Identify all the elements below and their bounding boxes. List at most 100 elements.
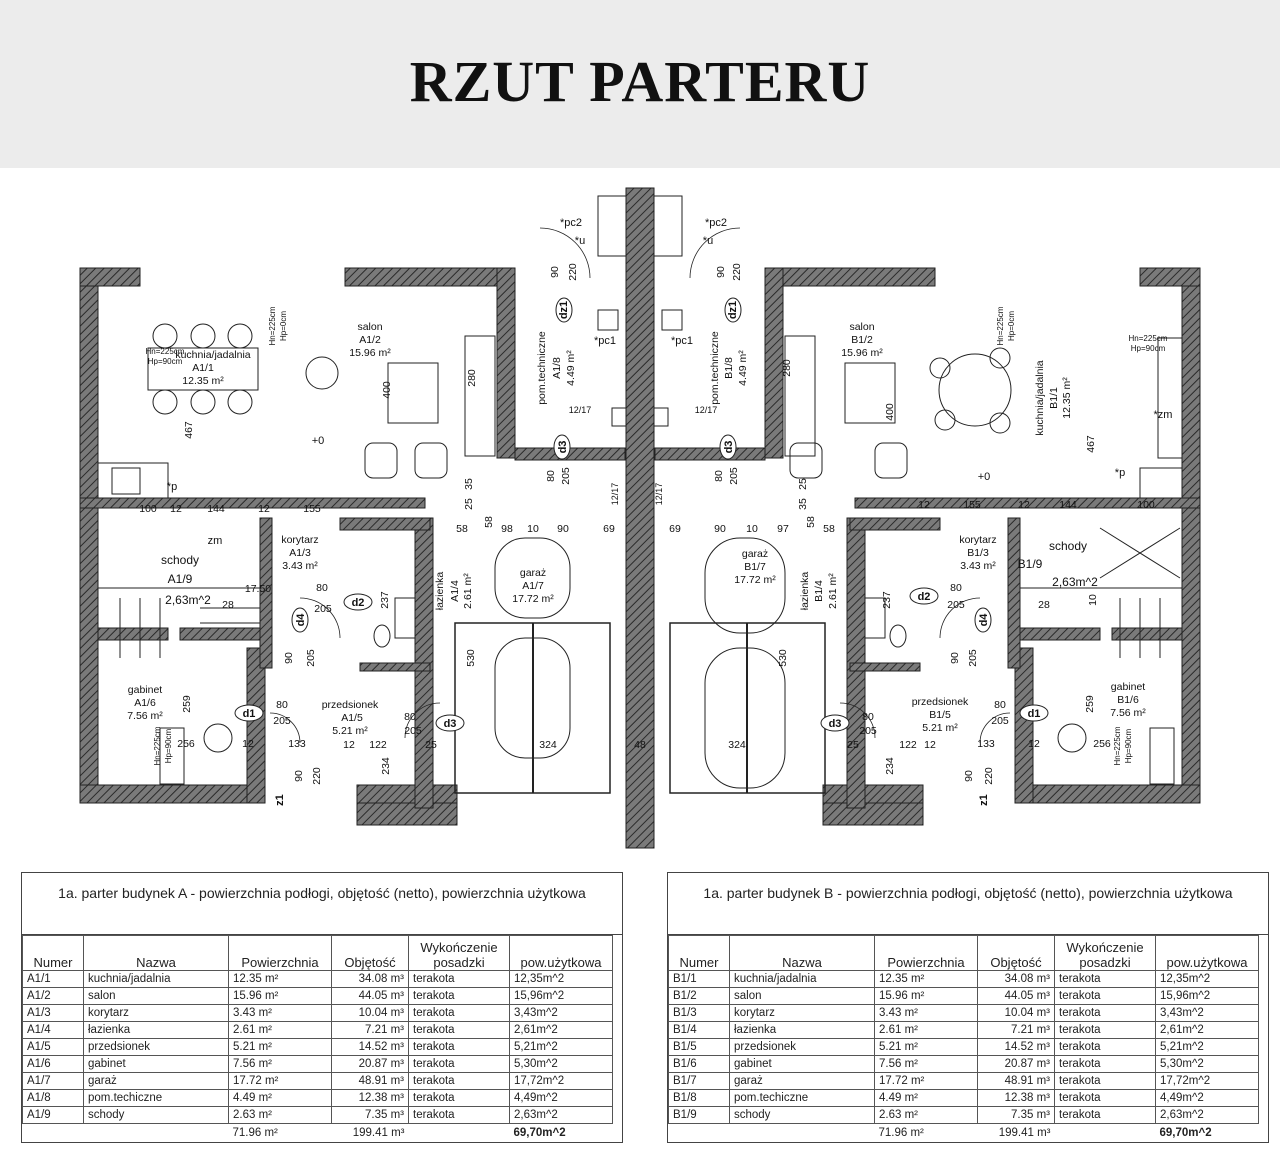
- dimension: 234: [380, 757, 392, 775]
- table-cell: 5.21 m²: [228, 1038, 332, 1056]
- table-cell: 34.08 m³: [977, 970, 1055, 988]
- page-title: RZUT PARTERU: [409, 49, 871, 114]
- total-cell: [84, 1124, 229, 1143]
- table-cell: terakota: [408, 1021, 510, 1039]
- dimension: 80: [950, 582, 962, 594]
- dimension: 12: [242, 738, 254, 750]
- dimension: 400: [884, 403, 896, 421]
- table-cell: kuchnia/jadalnia: [83, 970, 229, 988]
- marker-pc2-b: *pc2: [705, 217, 727, 229]
- room-name: schody: [1049, 539, 1087, 553]
- dimension: 400: [381, 381, 393, 399]
- room-area: 2,63m^2: [165, 593, 211, 607]
- dimension: 90: [293, 770, 305, 782]
- stairs-b: [1020, 527, 1182, 658]
- height-note: Hn=225cm: [1113, 726, 1122, 765]
- table-cell: 7.35 m³: [331, 1106, 409, 1124]
- dimension: 205: [947, 599, 965, 611]
- dimension: 25: [463, 498, 475, 510]
- table-cell: łazienka: [83, 1021, 229, 1039]
- room-id: A1/4: [449, 580, 461, 602]
- stair-step-b2: 12/17: [654, 483, 664, 506]
- dimension: 12: [258, 503, 270, 515]
- room-area: 15.96 m²: [841, 347, 883, 359]
- room-name: pom.techniczne: [536, 331, 548, 405]
- dimension: 205: [859, 725, 877, 737]
- table-cell: 7.21 m³: [977, 1021, 1055, 1039]
- dimension: 10: [527, 523, 539, 535]
- table-cell: 5.21 m²: [874, 1038, 978, 1056]
- room-table-a: 1a. parter budynek A - powierzchnia podł…: [21, 872, 623, 1143]
- height-note: Hp=0cm: [279, 311, 288, 341]
- dimension: 12: [1028, 738, 1040, 750]
- room-area: 5.21 m²: [332, 725, 368, 737]
- table-cell: salon: [83, 987, 229, 1005]
- room-area: 4.49 m²: [737, 350, 749, 386]
- table-cell: 2,63m^2: [509, 1106, 613, 1124]
- door-tag-d1-a: d1: [243, 708, 256, 720]
- table-cell: garaż: [729, 1072, 875, 1090]
- room-schedule-a: Numer Nazwa Powierzchnia Objętość Wykońc…: [22, 935, 613, 1142]
- dimension: 90: [557, 523, 569, 535]
- table-cell: terakota: [408, 1055, 510, 1073]
- room-area: 17.72 m²: [734, 574, 776, 586]
- height-note: Hn=225cm: [996, 306, 1005, 345]
- level-mark-b: +0: [978, 471, 991, 483]
- room-name: pom.techniczne: [709, 331, 721, 405]
- table-header-row: Numer Nazwa Powierzchnia Objętość Wykońc…: [668, 935, 1259, 971]
- table-cell: 2.61 m²: [228, 1021, 332, 1039]
- height-note: Hp=90cm: [148, 357, 183, 366]
- door-tag-z1-a: z1: [274, 794, 286, 806]
- car-b: [704, 537, 786, 789]
- col-header: Nazwa: [729, 935, 875, 971]
- dimension: 122: [899, 739, 917, 751]
- dimension: 205: [314, 603, 332, 615]
- table-cell: 48.91 m³: [331, 1072, 409, 1090]
- dimension: 100: [1137, 499, 1155, 511]
- table-cell: terakota: [1054, 987, 1156, 1005]
- dimension: 144: [1059, 499, 1077, 511]
- table-cell: 3.43 m²: [228, 1004, 332, 1022]
- table-cell: A1/5: [22, 1038, 84, 1056]
- table-cell: terakota: [408, 1072, 510, 1090]
- col-header: Objętość: [331, 935, 409, 971]
- door-tag-d2-b: d2: [918, 591, 931, 603]
- table-cell: terakota: [408, 1038, 510, 1056]
- height-note: Hn=225cm: [146, 347, 185, 356]
- room-id: A1/5: [341, 712, 363, 724]
- dimension: 155: [303, 503, 321, 515]
- table-cell: 5,30m^2: [509, 1055, 613, 1073]
- dimension: 467: [1085, 435, 1097, 453]
- room-area: 15.96 m²: [349, 347, 391, 359]
- table-cell: B1/4: [668, 1021, 730, 1039]
- room-area: 4.49 m²: [565, 350, 577, 386]
- dimension: 256: [177, 738, 195, 750]
- table-cell: 44.05 m³: [331, 987, 409, 1005]
- table-caption: 1a. parter budynek A - powierzchnia podł…: [22, 873, 622, 935]
- table-cell: terakota: [408, 1004, 510, 1022]
- table-cell: 10.04 m³: [977, 1004, 1055, 1022]
- dimension: 530: [777, 649, 789, 667]
- door-swings: [269, 227, 1011, 744]
- room-name: salon: [357, 321, 382, 333]
- room-name: łazienka: [799, 572, 811, 611]
- dimension: 259: [181, 695, 193, 713]
- room-id: B1/3: [967, 547, 989, 559]
- dimension: 69: [603, 523, 615, 535]
- dimension: 90: [714, 523, 726, 535]
- table-cell: 3,43m^2: [509, 1004, 613, 1022]
- table-cell: korytarz: [83, 1004, 229, 1022]
- table-cell: A1/1: [22, 970, 84, 988]
- table-cell: terakota: [1054, 1021, 1156, 1039]
- sanitary-fixtures: [373, 597, 907, 648]
- total-cell: 71.96 m²: [232, 1127, 278, 1139]
- room-name: kuchnia/jadalnia: [1034, 360, 1046, 435]
- door-tag-d3-c: d3: [444, 718, 457, 730]
- dimension: 58: [483, 516, 495, 528]
- room-name: korytarz: [281, 534, 318, 546]
